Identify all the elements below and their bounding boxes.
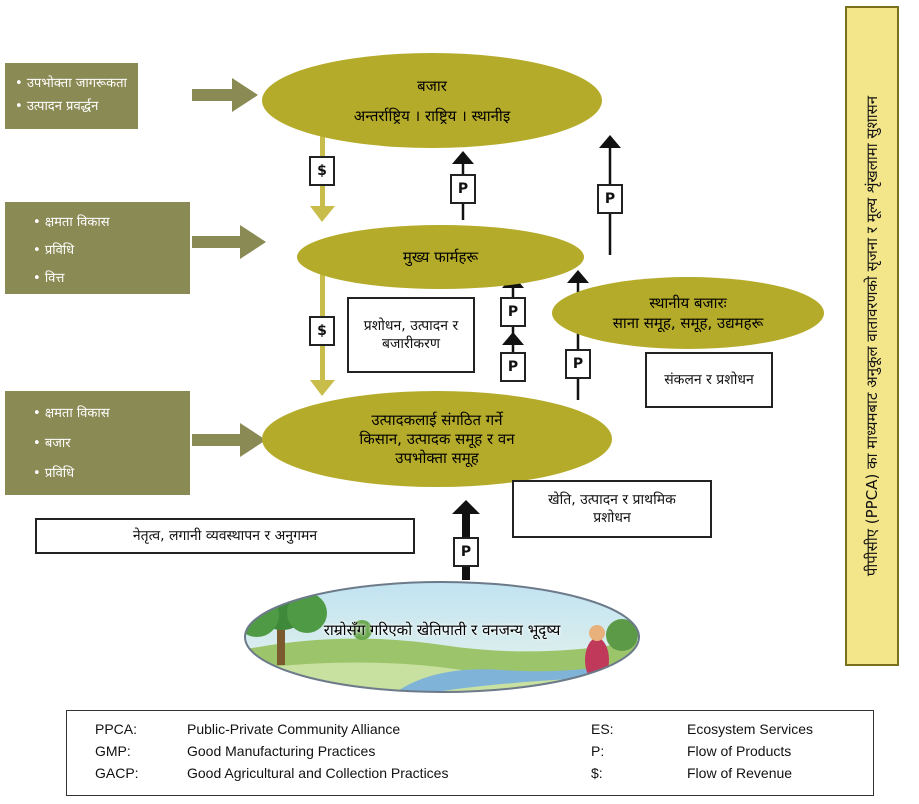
technology-item: प्रविधि	[33, 463, 180, 481]
sidebar-title: पीपीसीए (PPCA) का माध्यमबाट अनुकूल वाताव…	[863, 95, 881, 577]
leadership-box: नेतृत्व, लगानी व्यवस्थापन र अनुगमन	[35, 518, 415, 554]
legend-desc-revenue: Flow of Revenue	[687, 765, 793, 781]
promotion-item: उत्पादन प्रवर्द्धन	[15, 96, 128, 114]
producers-line1: उत्पादकलाई संगठित गर्ने	[371, 410, 503, 429]
technology-item: प्रविधि	[33, 240, 180, 258]
awareness-item: उपभोक्ता जागरूकता	[15, 73, 128, 91]
revenue-label-1: $	[309, 156, 335, 186]
market-ellipse: बजार अन्तर्राष्ट्रिय । राष्ट्रिय । स्थान…	[262, 53, 602, 148]
legend-abbr-revenue: $:	[591, 765, 603, 781]
main-farms-ellipse: मुख्य फार्महरू	[297, 225, 584, 289]
product-label-1: P	[450, 174, 476, 204]
producers-line3: उपभोक्ता समूह	[395, 448, 479, 467]
legend-desc-gacp: Good Agricultural and Collection Practic…	[187, 765, 449, 781]
legend-abbr-p: P:	[591, 743, 605, 759]
legend-desc-ppca: Public-Private Community Alliance	[187, 721, 401, 737]
capacity-item: क्षमता विकास	[33, 403, 180, 421]
river	[392, 660, 639, 692]
product-label-3: P	[500, 297, 526, 327]
local-market-line1: स्थानीय बजारः	[649, 294, 727, 312]
main-farms-label: मुख्य फार्महरू	[402, 248, 479, 266]
awareness-box: उपभोक्ता जागरूकता उत्पादन प्रवर्द्धन	[5, 63, 138, 129]
legend-abbr-gacp: GACP:	[95, 765, 139, 781]
product-label-2: P	[597, 184, 623, 214]
processing-marketing-box: प्रशोधन, उत्पादन र बजारीकरण	[347, 297, 475, 373]
product-label-5: P	[565, 349, 591, 379]
producers-line2: किसान, उत्पादक समूह र वन	[359, 429, 515, 448]
legend-desc-p: Flow of Products	[687, 743, 792, 759]
sidebar-banner: पीपीसीए (PPCA) का माध्यमबाट अनुकूल वाताव…	[845, 6, 899, 666]
market-item: बजार	[33, 433, 180, 451]
product-label-4: P	[500, 352, 526, 382]
finance-item: वित्त	[33, 268, 180, 286]
olive-arrow-1	[192, 78, 258, 112]
legend-box: PPCA: Public-Private Community Alliance …	[66, 710, 874, 796]
local-market-ellipse: स्थानीय बजारः साना समूह, समूह, उद्यमहरू	[552, 277, 824, 349]
landscape-caption: राम्रोसँग गरिएको खेतिपाती र वनजन्य भूदृष…	[323, 621, 561, 639]
legend-abbr-gmp: GMP:	[95, 743, 131, 759]
capacity-box-1: क्षमता विकास प्रविधि वित्त	[5, 202, 190, 294]
olive-arrow-2	[192, 225, 266, 259]
legend-abbr-ppca: PPCA:	[95, 721, 138, 737]
legend-desc-es: Ecosystem Services	[687, 721, 814, 737]
market-subtitle: अन्तर्राष्ट्रिय । राष्ट्रिय । स्थानीइ	[353, 106, 511, 125]
market-title: बजार	[417, 76, 447, 95]
landscape-illustration	[244, 581, 640, 693]
collection-processing-box: संकलन र प्रशोधन	[645, 352, 773, 408]
capacity-box-2: क्षमता विकास बजार प्रविधि	[5, 391, 190, 495]
local-market-line2: साना समूह, समूह, उद्यमहरू	[612, 314, 764, 332]
farming-production-box: खेति, उत्पादन र प्राथमिक प्रशोधन	[512, 480, 712, 538]
legend-abbr-es: ES:	[591, 721, 614, 737]
producers-ellipse: उत्पादकलाई संगठित गर्ने किसान, उत्पादक स…	[262, 391, 612, 487]
capacity-item: क्षमता विकास	[33, 212, 180, 230]
product-label-6: P	[453, 537, 479, 567]
legend-desc-gmp: Good Manufacturing Practices	[187, 743, 376, 759]
revenue-label-2: $	[309, 316, 335, 346]
olive-arrow-3	[192, 423, 266, 457]
